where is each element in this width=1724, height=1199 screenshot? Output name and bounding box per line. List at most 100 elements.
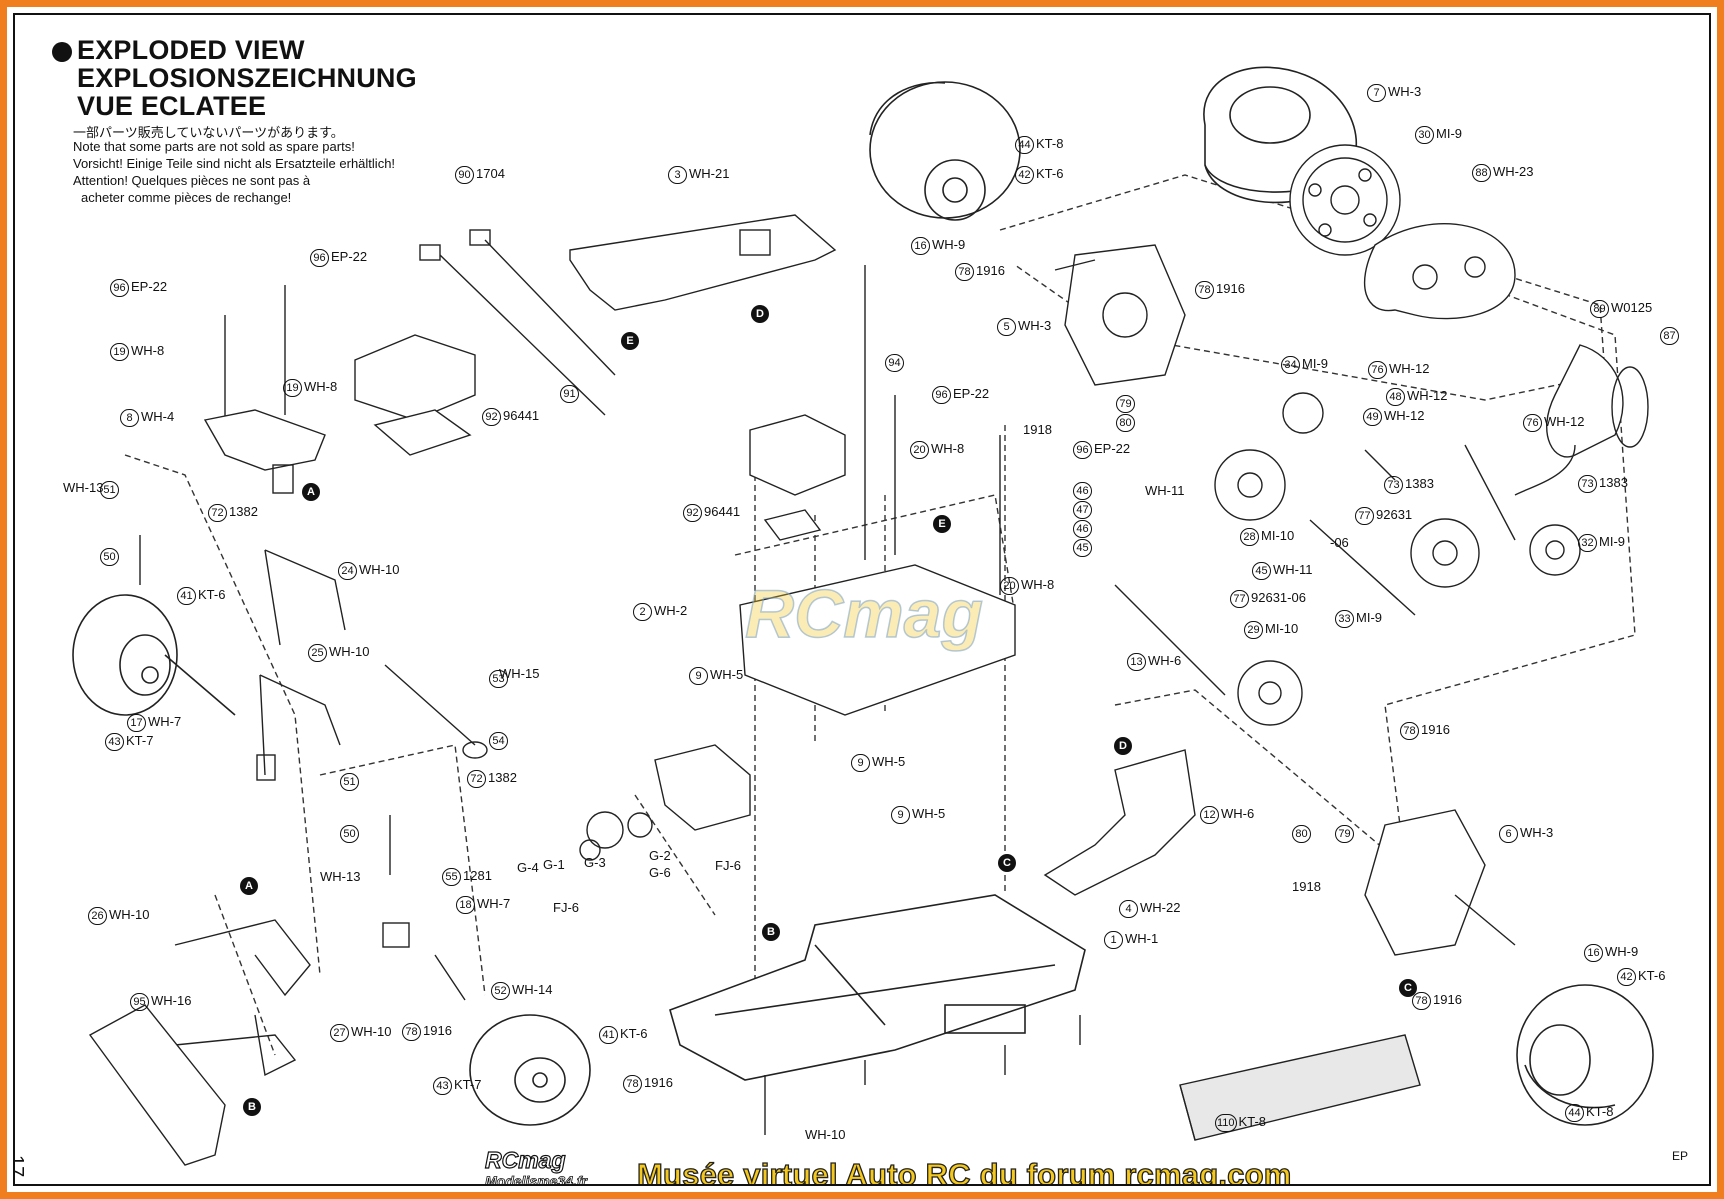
part-number-badge: 78 [402,1022,421,1041]
part-number-badge: 26 [88,906,107,925]
part-number-badge: 44 [1015,135,1034,154]
part-number-badge: 4 [1119,899,1138,918]
main-plate-part [739,395,1016,716]
part-number-badge: 77 [1230,589,1249,608]
part-code: WH-6 [1221,806,1255,821]
part-code: WH-5 [912,806,946,821]
part-number-badge: 44 [1565,1103,1584,1122]
assembly-marker-e: E [933,515,951,533]
part-label: 51 [340,772,361,791]
part-number-badge: 47 [1073,500,1092,519]
part-number-badge: 16 [911,236,930,255]
assembly-marker-b: B [762,923,780,941]
part-number-badge: 41 [599,1025,618,1044]
part-number-badge: 79 [1335,824,1354,843]
part-code: 1916 [1433,992,1462,1007]
part-number-badge: 96 [310,248,329,267]
part-code: WH-10 [329,644,370,659]
part-code: 1382 [229,504,258,519]
assembly-marker-e: E [621,332,639,350]
part-number-badge: 51 [340,772,359,791]
part-code: WH-14 [512,982,553,997]
part-label: 80 [1292,824,1313,843]
group-label: WH-15 [499,666,540,681]
part-code: MI-9 [1302,356,1328,371]
part-number-badge: 43 [433,1076,452,1095]
front-wheel-left-part [72,594,236,716]
part-label: 46 [1073,519,1094,538]
part-code: 1916 [976,263,1005,278]
part-number-badge: 48 [1386,387,1405,406]
group-label: G-4 [517,860,539,875]
part-number-badge: 18 [456,895,475,914]
part-code: KT-8 [1586,1104,1614,1119]
part-code: W0125 [1611,300,1653,315]
part-number-badge: 78 [955,262,974,281]
part-code: WH-7 [148,714,182,729]
part-code: WH-12 [1389,361,1430,376]
title-en: EXPLODED VIEW [77,35,305,65]
part-number-badge: 33 [1335,609,1354,628]
part-code: KT-8 [1036,136,1064,151]
part-number-badge: 30 [1415,125,1434,144]
part-code: WH-12 [1384,408,1425,423]
part-label: 94 [885,353,906,372]
part-number-badge: 9 [891,805,910,824]
part-code: WH-12 [1407,388,1448,403]
part-number-badge: 1 [1104,930,1123,949]
part-number-badge: 20 [910,440,929,459]
part-code: WH-10 [109,907,150,922]
part-code: WH-10 [351,1024,392,1039]
group-label: FJ-6 [715,858,741,873]
part-number-badge: 53 [489,669,508,688]
part-number-badge: 24 [338,561,357,580]
part-number-badge: 25 [308,643,327,662]
part-code: 1383 [1405,476,1434,491]
note-fr-2: acheter comme pièces de rechange! [81,190,292,205]
part-number-badge: 49 [1363,407,1382,426]
part-code: 1916 [423,1023,452,1038]
note-jp: 一部パーツ販売していないパーツがあります。 [73,125,344,140]
part-number-badge: 32 [1578,533,1597,552]
group-label: 1918 [1292,879,1321,894]
part-code: EP-22 [953,386,990,401]
motor-part [1514,344,1649,496]
part-number-badge: 54 [489,731,508,750]
part-code: EP-22 [1094,441,1131,456]
part-number-badge: 79 [1116,394,1135,413]
part-number-badge: 77 [1355,506,1374,525]
part-code: 96441 [503,408,540,423]
part-number-badge: 7 [1367,83,1386,102]
servo-part [579,744,751,861]
part-number-badge: 96 [932,385,951,404]
part-label: 46 [1073,481,1094,500]
top-plate-part [569,214,837,311]
